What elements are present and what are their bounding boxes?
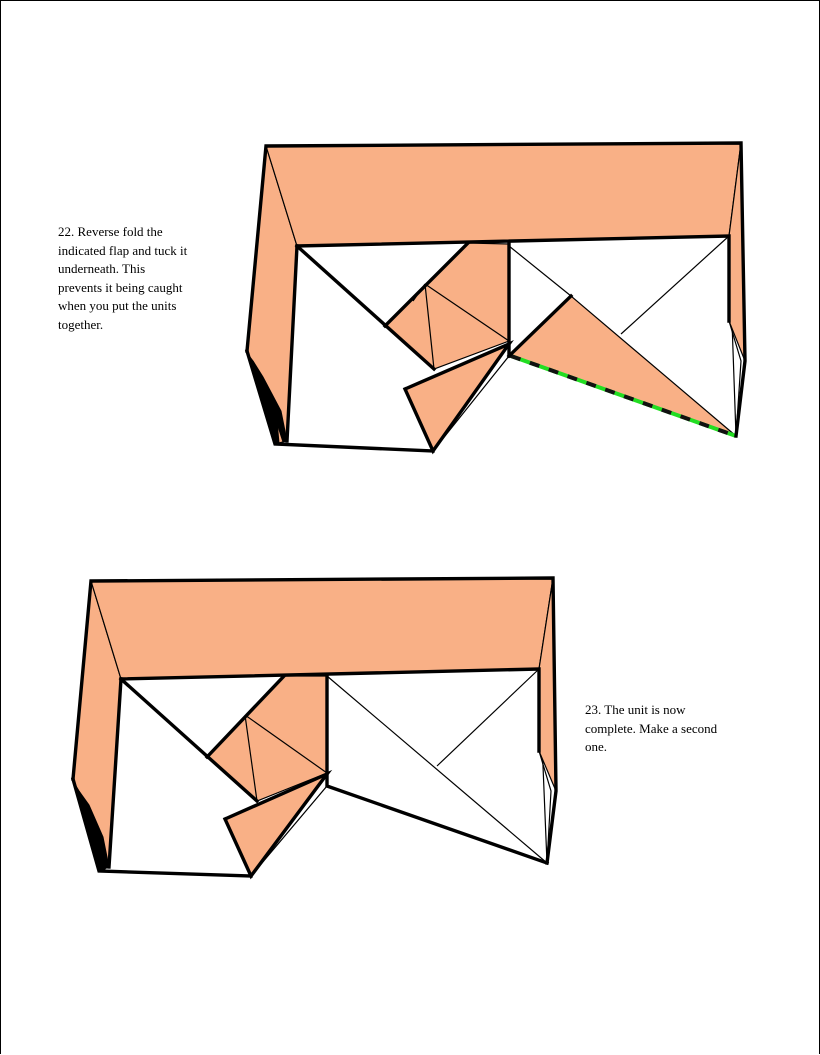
step-23-bottom-edge xyxy=(70,776,253,878)
step-23-left-inner-edge xyxy=(107,677,123,869)
step-23-flap-edge xyxy=(204,673,287,760)
step-22-diag-1 xyxy=(508,245,572,297)
step-22-top-wall xyxy=(265,142,742,247)
step-23-diag-1 xyxy=(326,675,548,864)
step-23-outer-outline xyxy=(71,576,558,865)
step-23-diagram xyxy=(70,576,558,880)
step-22-diagram xyxy=(244,141,747,455)
step-22-indicated-edge xyxy=(506,293,574,359)
step-22-diag-edge xyxy=(294,243,437,372)
step-22-lower-flap-edge xyxy=(402,340,514,455)
step-23-crease-b xyxy=(244,714,328,774)
step-23-diag-edge xyxy=(118,676,260,804)
step-23-top-wall xyxy=(90,577,554,680)
step-23-crease-a xyxy=(244,714,258,802)
step-23-mid-edge xyxy=(325,674,550,866)
step-22-outer-outline xyxy=(245,141,747,438)
step-22-crease-a xyxy=(424,283,435,370)
step-22-fold-line-green xyxy=(510,354,737,438)
step-22-caption: 22. Reverse fold the indicated flap and … xyxy=(58,224,188,332)
step-22-crease-b xyxy=(424,283,510,342)
step-22-flap-edge xyxy=(382,240,471,329)
step-23-lower-flap-edge xyxy=(222,769,333,880)
step-23-rim-outline xyxy=(119,667,541,753)
step-23-diag-2 xyxy=(436,668,540,767)
step-22-left-inner-edge xyxy=(285,244,299,443)
step-22-diag-2 xyxy=(620,235,730,335)
step-22-bottom-edge xyxy=(244,348,435,453)
step-22-rim-outline xyxy=(295,234,731,323)
step-23-caption: 23. The unit is now complete. Make a sec… xyxy=(585,702,718,754)
